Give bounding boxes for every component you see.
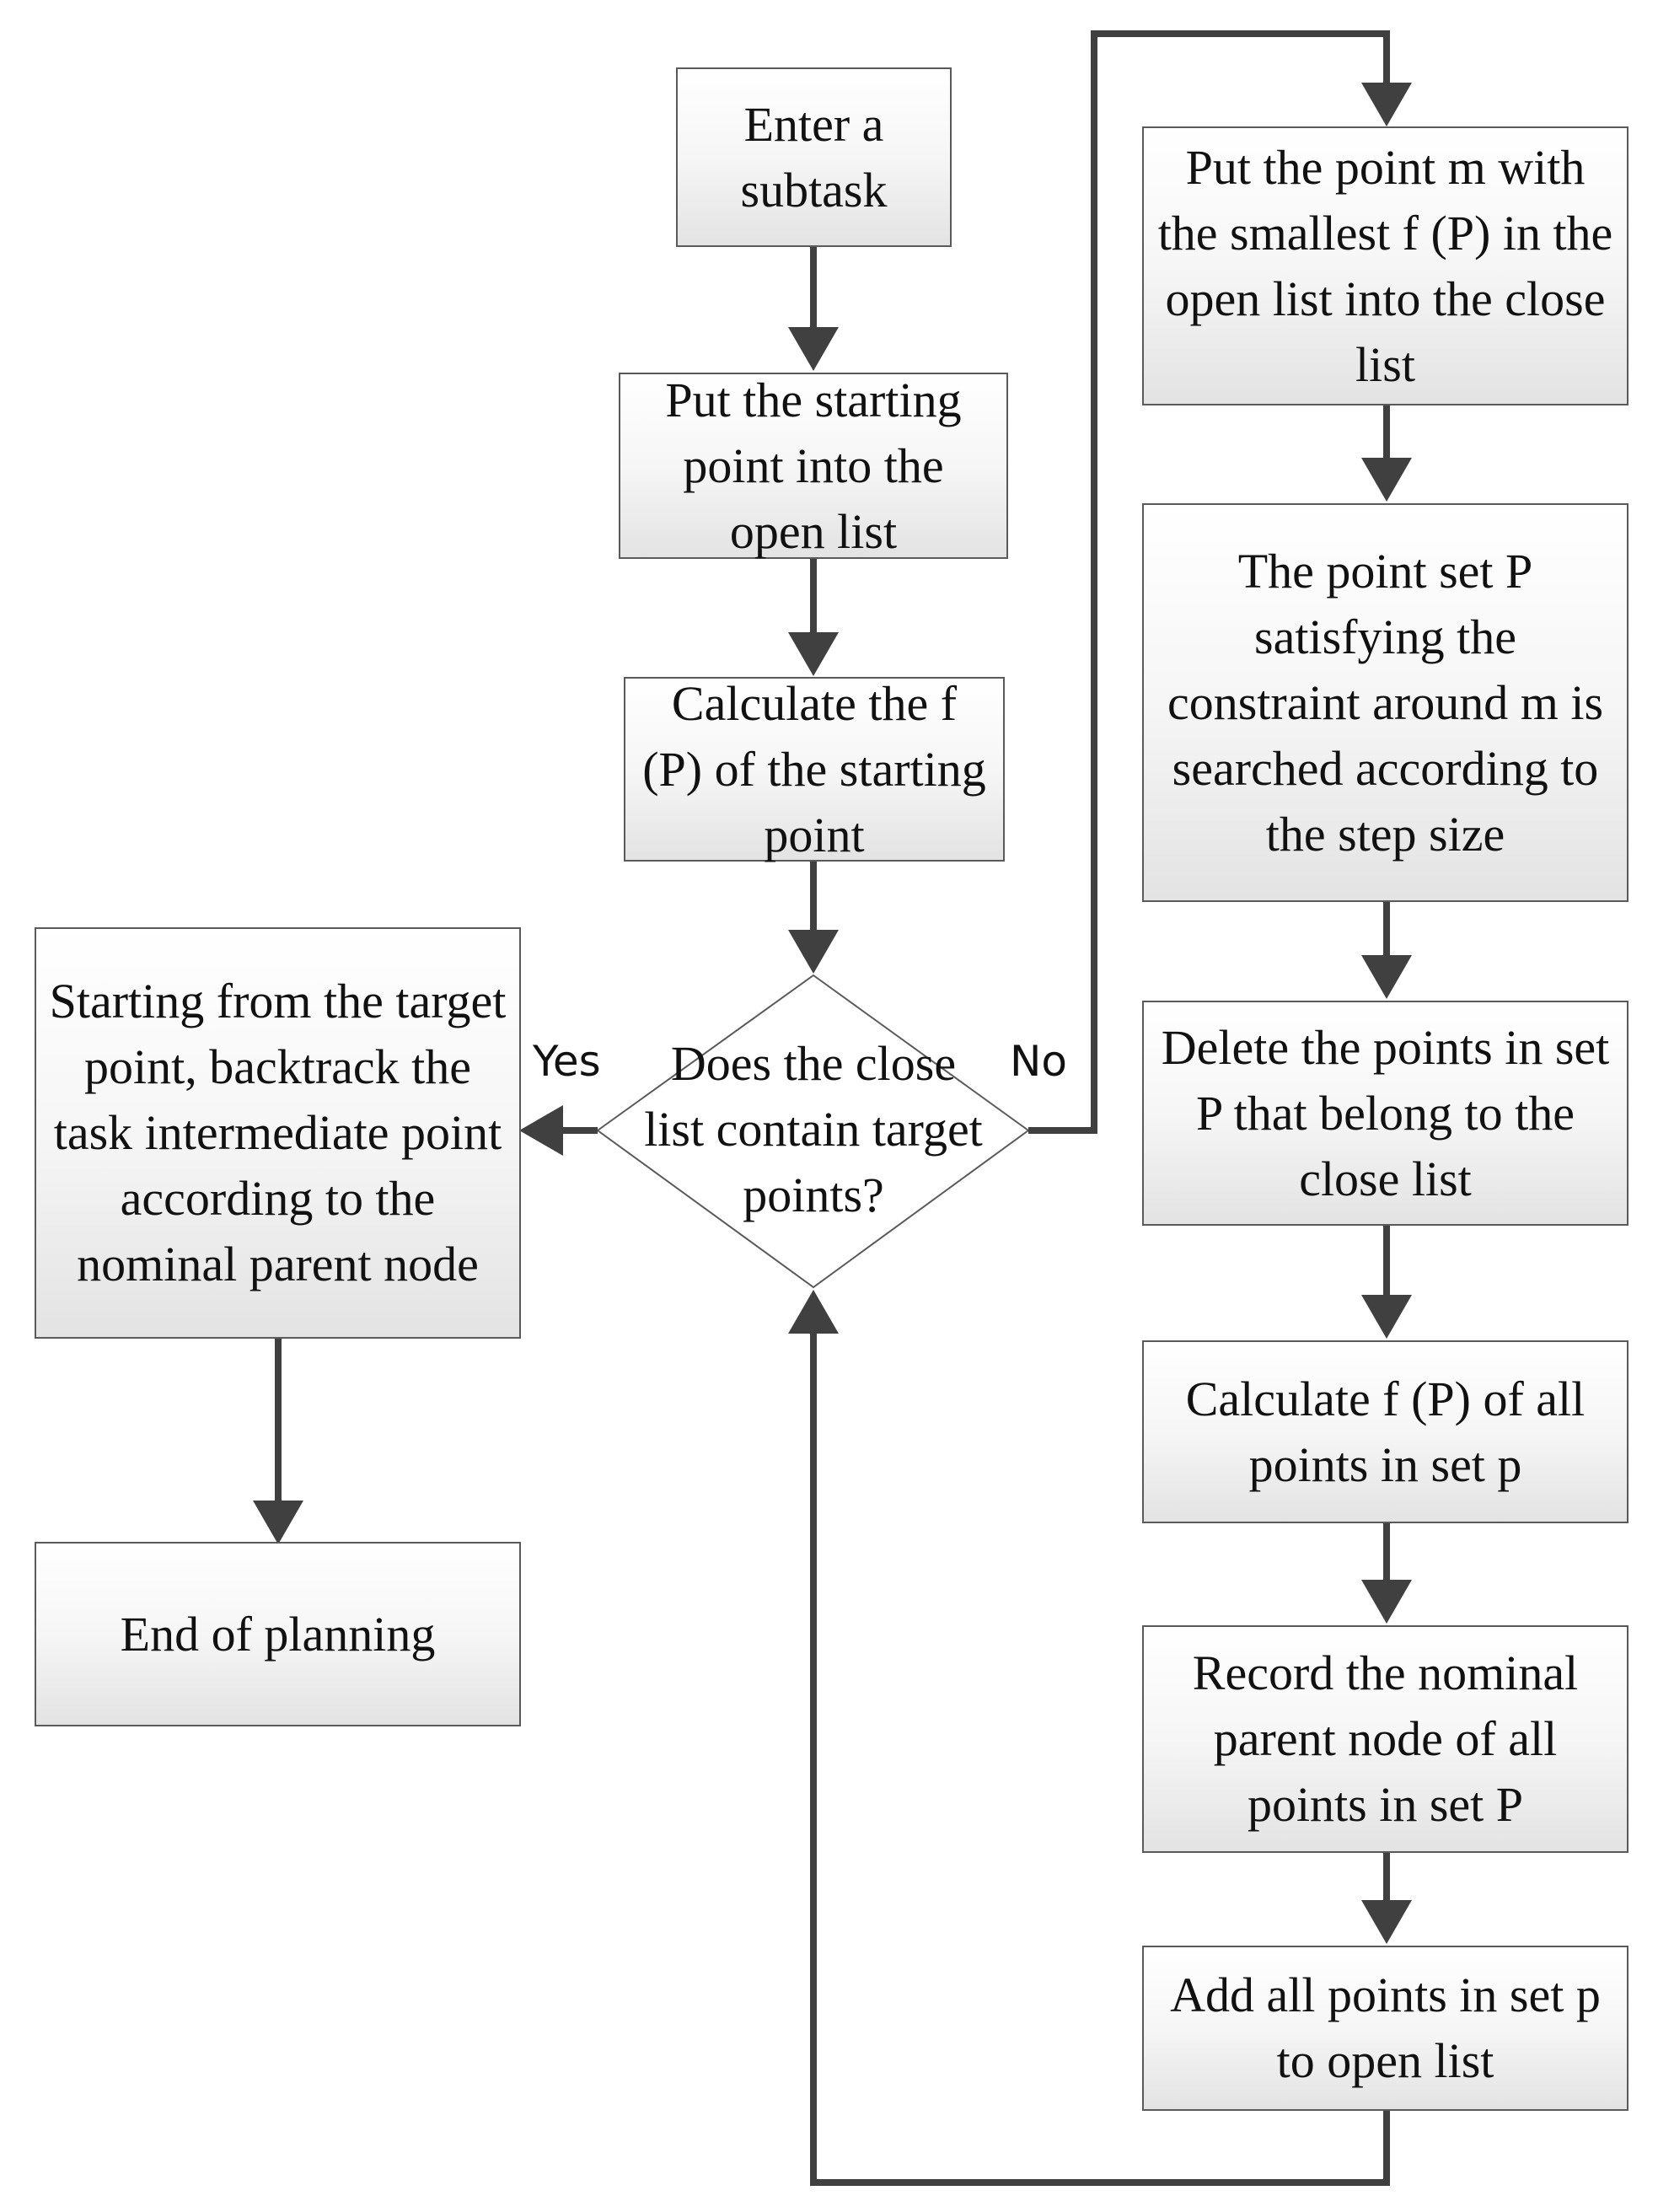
arrowhead-calc-all-to-record [1361,1580,1412,1624]
branch-yes-label: Yes [533,1037,601,1086]
arrowhead-delete-to-calc-all [1361,1295,1412,1339]
node-backtrack-label: Starting from the target point, backtrac… [49,974,507,1291]
node-put-min-close-label: Put the point m with the smallest f (P) … [1157,139,1613,392]
arrowhead-put-min-to-search [1361,458,1412,502]
node-backtrack: Starting from the target point, backtrac… [35,927,521,1339]
node-record-parent-label: Record the nominal parent node of all po… [1192,1646,1579,1832]
node-delete-points: Delete the points in set P that belong t… [1142,1001,1628,1226]
node-end-planning-label: End of planning [120,1606,436,1662]
node-calc-all-f: Calculate f (P) of all points in set p [1142,1340,1628,1523]
node-search-set-p: The point set P satisfying the constrain… [1142,503,1628,902]
arrowhead-backtrack-to-end [253,1501,303,1544]
arrowhead-enter-to-put-start [788,327,839,371]
node-delete-points-label: Delete the points in set P that belong t… [1161,1019,1610,1206]
arrowhead-decision-no [1361,83,1412,126]
arrowhead-put-start-to-calc [788,632,839,676]
node-calc-start-f: Calculate the f (P) of the starting poin… [624,676,1005,862]
arrowhead-decision-yes [519,1105,563,1156]
decision-label-box: Does the close list contain target point… [641,1028,986,1231]
node-calc-start-f-label: Calculate the f (P) of the starting poin… [642,675,986,862]
branch-no-label: No [1010,1037,1067,1086]
node-put-start-open: Put the starting point into the open lis… [619,373,1008,559]
node-calc-all-f-label: Calculate f (P) of all points in set p [1185,1371,1586,1492]
node-enter-subtask: Enter a subtask [676,67,952,247]
node-put-min-close: Put the point m with the smallest f (P) … [1142,126,1628,405]
node-end-planning: End of planning [35,1542,521,1726]
node-add-open: Add all points in set p to open list [1142,1946,1628,2111]
arrowhead-add-loop-back [788,1290,839,1334]
node-enter-subtask-label: Enter a subtask [740,96,888,217]
arrowhead-search-to-delete [1361,955,1412,999]
node-search-set-p-label: The point set P satisfying the constrain… [1167,543,1604,862]
arrowhead-record-to-add [1361,1900,1412,1944]
arrowhead-calc-to-decision [788,930,839,974]
arrow-decision-no [1028,30,1390,1134]
node-put-start-open-label: Put the starting point into the open lis… [665,372,962,559]
arrow-add-loop-back [810,1332,1390,2186]
decision-diamond [596,974,1030,1289]
decision-label: Does the close list contain target point… [644,1036,983,1222]
node-record-parent: Record the nominal parent node of all po… [1142,1625,1628,1853]
node-add-open-label: Add all points in set p to open list [1170,1968,1601,2088]
